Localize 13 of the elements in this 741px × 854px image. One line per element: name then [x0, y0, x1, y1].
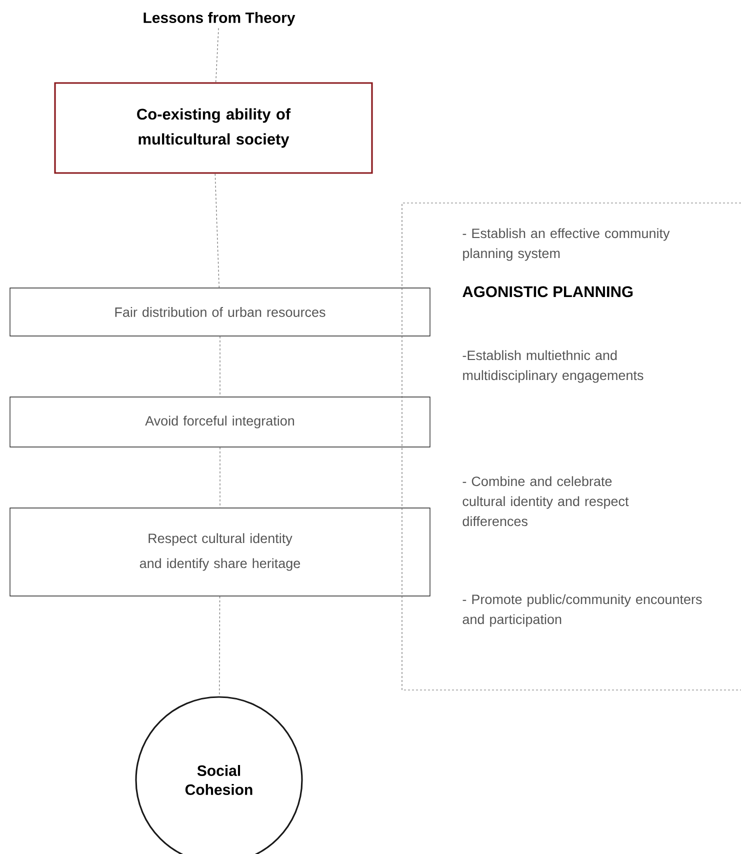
principle-box: Respect cultural identity and identify share heritage — [10, 508, 430, 596]
principle-box: Fair distribution of urban resources — [10, 288, 430, 336]
connector-line — [219, 596, 220, 696]
bullet-text: - Establish an effective community planning system — [462, 228, 670, 261]
panel-heading: AGONISTIC PLANNING — [462, 286, 633, 298]
bullet-text: -Establish multiethnic and multidisciplinary engagements — [462, 350, 644, 383]
bullet-text: - Promote public/community encounters and participation — [462, 594, 702, 627]
connector-line — [216, 28, 219, 82]
principle-box: Avoid forceful integration — [10, 396, 430, 448]
key-concept-box: Co-existing ability of multicultural society — [54, 82, 373, 174]
heading-text: Lessons from Theory — [144, 12, 296, 26]
bullet-text: - Combine and celebrate cultural identity and respect differences — [462, 476, 629, 526]
connector-line — [214, 174, 220, 288]
